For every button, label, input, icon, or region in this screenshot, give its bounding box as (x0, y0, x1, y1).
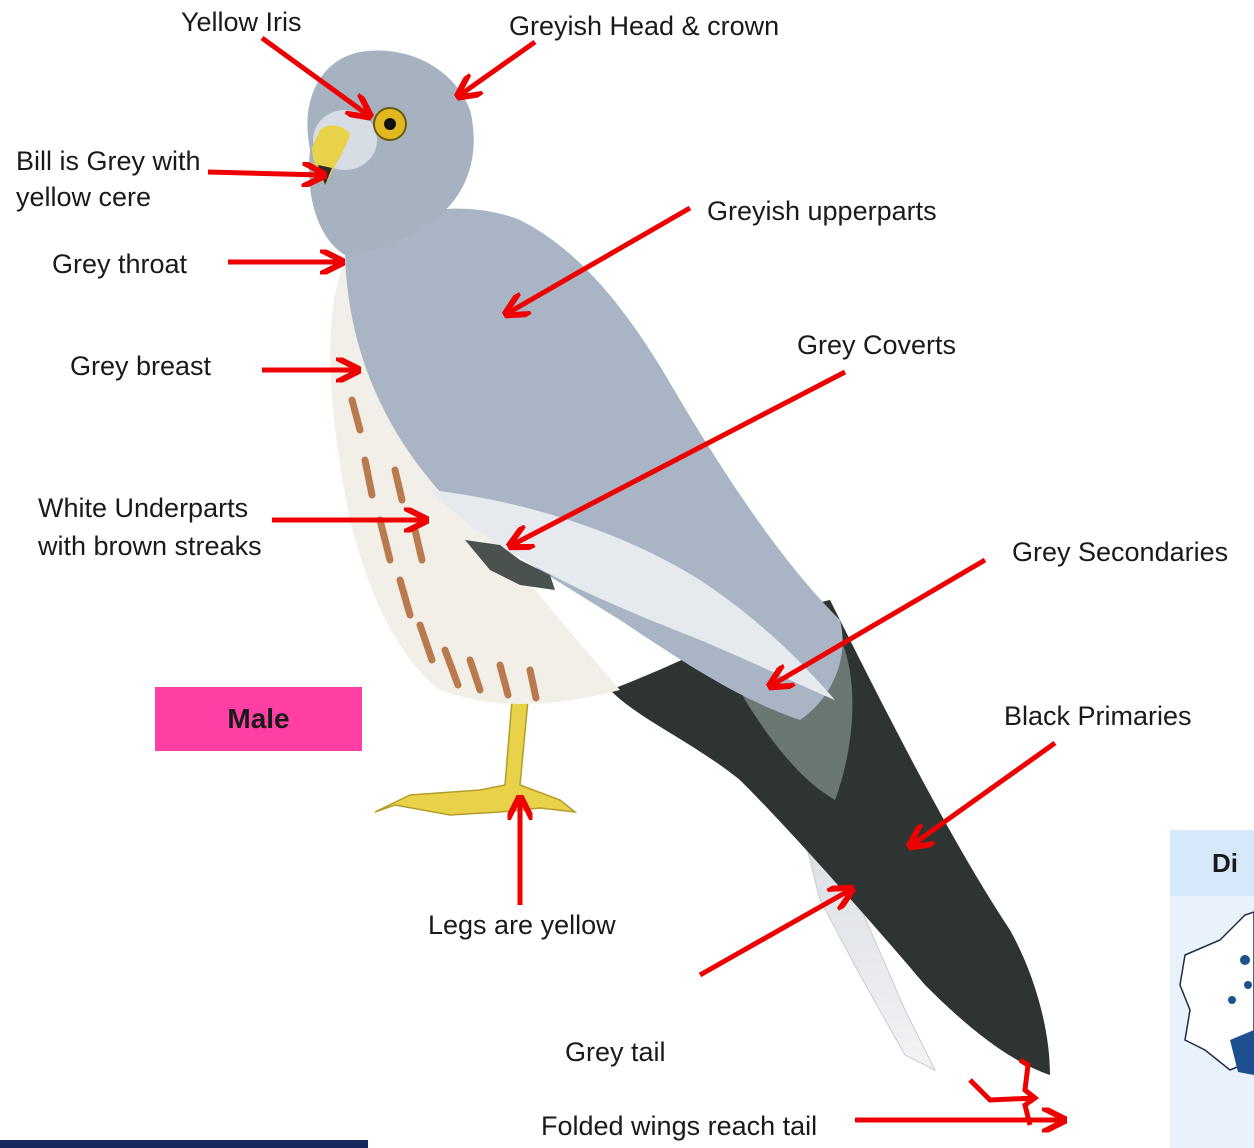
label-legs: Legs are yellow (428, 909, 616, 942)
distribution-title: Di (1212, 848, 1238, 879)
label-white-underparts-line1: White Underparts (38, 492, 248, 525)
label-bill-line2: yellow cere (16, 181, 151, 214)
label-folded-wings: Folded wings reach tail (541, 1110, 817, 1143)
label-bill-line1: Bill is Grey with (16, 145, 201, 178)
label-yellow-iris: Yellow Iris (181, 6, 302, 39)
label-black-primaries: Black Primaries (1004, 700, 1192, 733)
pupil (384, 118, 396, 130)
sex-badge: Male (155, 687, 362, 751)
label-grey-breast: Grey breast (70, 350, 211, 383)
label-grey-coverts: Grey Coverts (797, 329, 956, 362)
label-greyish-upperparts: Greyish upperparts (707, 195, 937, 228)
bottom-bar (0, 1140, 368, 1148)
label-grey-secondaries: Grey Secondaries (1012, 536, 1228, 569)
tail-bracket (970, 1060, 1035, 1125)
leg (375, 700, 575, 815)
distribution-header: Di (1170, 830, 1254, 896)
label-grey-tail: Grey tail (565, 1036, 666, 1069)
label-greyish-head: Greyish Head & crown (509, 10, 779, 43)
label-white-underparts-line2: with brown streaks (38, 530, 262, 563)
label-grey-throat: Grey throat (52, 248, 187, 281)
distribution-map (1170, 896, 1254, 1148)
